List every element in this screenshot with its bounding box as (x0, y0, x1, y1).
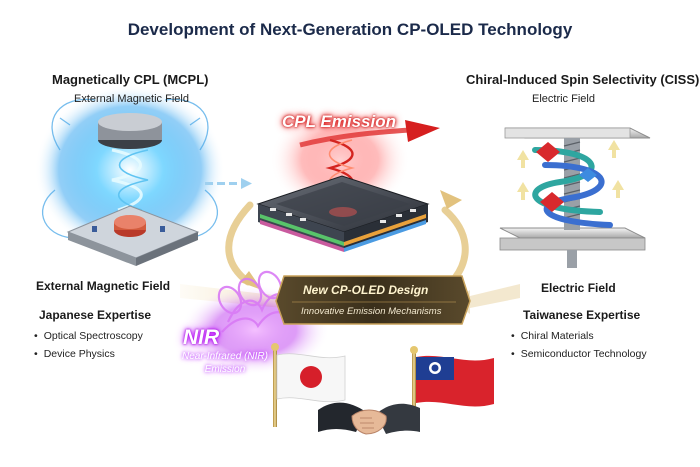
taiwan-item-semiconductor-technology: Semiconductor Technology (511, 348, 647, 360)
electric-field-label: Electric Field (541, 281, 616, 295)
nir-subtitle-line2: Emission (204, 364, 246, 375)
taiwan-flag (414, 355, 496, 407)
emission-mechanisms-subtitle: Innovative Emission Mechanisms (301, 306, 442, 317)
mcpl-subheading: External Magnetic Field (74, 93, 189, 105)
ciss-heading: Chiral-Induced Spin Selectivity (CISS) (466, 72, 700, 87)
japanese-expertise-heading: Japanese Expertise (39, 308, 152, 322)
cpl-emission-label: CPL Emission (282, 112, 396, 131)
taiwanese-expertise-heading: Taiwanese Expertise (523, 308, 641, 322)
nir-label: NIR (183, 326, 220, 349)
japan-flag (275, 352, 347, 402)
mcpl-heading: Magnetically CPL (MCPL) (52, 72, 209, 87)
taiwan-item-chiral-materials: Chiral Materials (511, 330, 594, 342)
japan-item-optical-spectroscopy: Optical Spectroscopy (34, 330, 143, 342)
ciss-subheading: Electric Field (532, 93, 595, 105)
nir-subtitle-line1: Near-Infrared (NIR) (182, 351, 268, 362)
handshake-icon (318, 400, 422, 436)
magnetic-field-label: External Magnetic Field (36, 279, 171, 293)
japan-item-device-physics: Device Physics (34, 348, 115, 360)
cp-oled-design-title: New CP-OLED Design (303, 283, 429, 297)
page-title: Development of Next-Generation CP-OLED T… (127, 20, 573, 39)
